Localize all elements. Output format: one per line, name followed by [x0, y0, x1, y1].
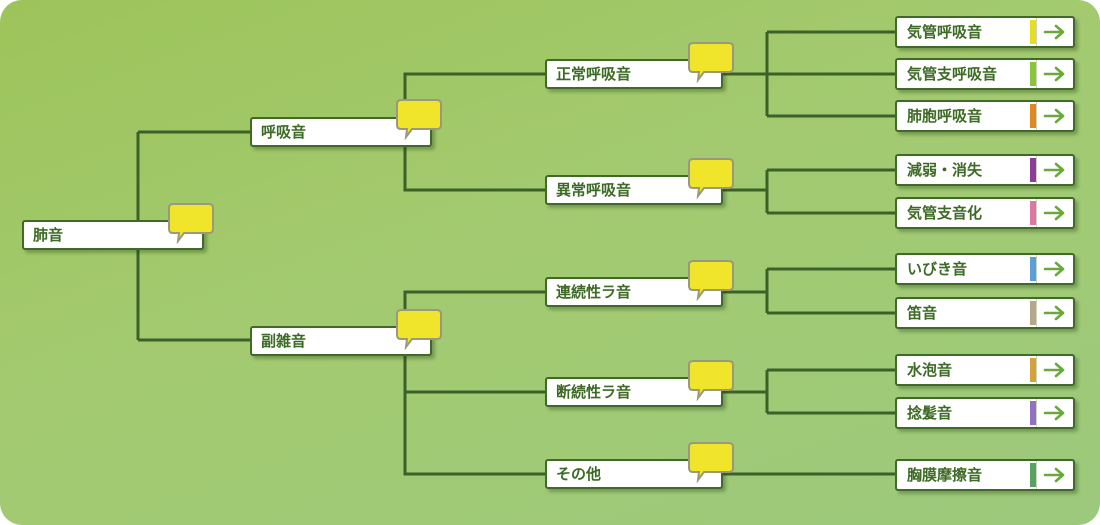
speech-bubble-icon[interactable]	[688, 41, 736, 83]
speech-bubble-icon[interactable]	[688, 359, 736, 401]
leaf-label: 胸膜摩擦音	[907, 466, 983, 484]
color-tag	[1030, 62, 1037, 86]
color-tag	[1030, 20, 1037, 44]
leaf-fine-crackles[interactable]: 捻髪音	[895, 397, 1075, 429]
color-tag	[1030, 301, 1037, 325]
arrow-right-icon[interactable]	[1036, 156, 1073, 184]
arrow-right-icon[interactable]	[1036, 102, 1073, 130]
arrow-right-icon[interactable]	[1036, 461, 1073, 489]
leaf-wheeze[interactable]: 笛音	[895, 297, 1075, 329]
leaf-label: 気管支音化	[907, 204, 983, 222]
arrow-right-icon[interactable]	[1036, 255, 1073, 283]
color-tag	[1030, 158, 1037, 182]
speech-bubble-icon[interactable]	[688, 157, 736, 199]
color-tag	[1030, 201, 1037, 225]
leaf-label: 水泡音	[907, 361, 953, 379]
leaf-label: 捻髪音	[907, 404, 953, 422]
leaf-vesicular-breath[interactable]: 肺胞呼吸音	[895, 100, 1075, 132]
color-tag	[1030, 401, 1037, 425]
arrow-right-icon[interactable]	[1036, 199, 1073, 227]
speech-bubble-icon[interactable]	[688, 441, 736, 483]
node-root[interactable]: 肺音	[22, 220, 204, 250]
leaf-pleural-friction-rub[interactable]: 胸膜摩擦音	[895, 459, 1075, 491]
leaf-label: 肺胞呼吸音	[907, 107, 983, 125]
node-label: 呼吸音	[261, 123, 307, 141]
speech-bubble-icon[interactable]	[396, 308, 444, 350]
leaf-diminished-absent[interactable]: 減弱・消失	[895, 154, 1075, 186]
node-label: 正常呼吸音	[556, 65, 632, 83]
leaf-label: 気管呼吸音	[907, 23, 983, 41]
node-label: 肺音	[33, 226, 64, 244]
speech-bubble-icon[interactable]	[168, 202, 216, 244]
arrow-right-icon[interactable]	[1036, 299, 1073, 327]
color-tag	[1030, 257, 1037, 281]
leaf-bronchialization[interactable]: 気管支音化	[895, 197, 1075, 229]
arrow-right-icon[interactable]	[1036, 18, 1073, 46]
color-tag	[1030, 463, 1037, 487]
color-tag	[1030, 358, 1037, 382]
leaf-rhonchi[interactable]: いびき音	[895, 253, 1075, 285]
leaf-label: 笛音	[907, 304, 938, 322]
color-tag	[1030, 104, 1037, 128]
leaf-label: いびき音	[907, 260, 968, 278]
arrow-right-icon[interactable]	[1036, 60, 1073, 88]
node-label: 連続性ラ音	[556, 283, 632, 301]
speech-bubble-icon[interactable]	[688, 259, 736, 301]
node-label: その他	[556, 465, 602, 483]
leaf-label: 減弱・消失	[907, 161, 983, 179]
node-label: 異常呼吸音	[556, 181, 632, 199]
arrow-right-icon[interactable]	[1036, 356, 1073, 384]
leaf-coarse-crackles[interactable]: 水泡音	[895, 354, 1075, 386]
leaf-tracheal-breath[interactable]: 気管呼吸音	[895, 16, 1075, 48]
leaf-label: 気管支呼吸音	[907, 65, 998, 83]
node-label: 断続性ラ音	[556, 383, 632, 401]
leaf-bronchial-breath[interactable]: 気管支呼吸音	[895, 58, 1075, 90]
arrow-right-icon[interactable]	[1036, 399, 1073, 427]
node-label: 副雑音	[261, 332, 307, 350]
speech-bubble-icon[interactable]	[396, 98, 444, 140]
